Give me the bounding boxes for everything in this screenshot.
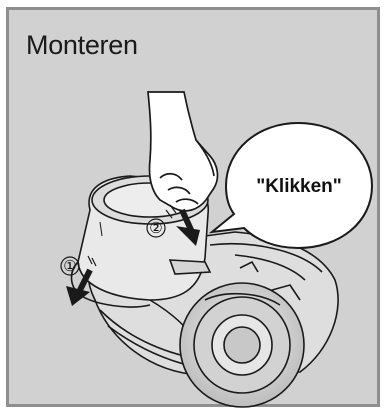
step-2-label: ② bbox=[149, 219, 162, 237]
click-callout: "Klikken" bbox=[256, 176, 342, 197]
step-1-label: ① bbox=[63, 257, 76, 275]
hand-icon bbox=[148, 92, 217, 211]
